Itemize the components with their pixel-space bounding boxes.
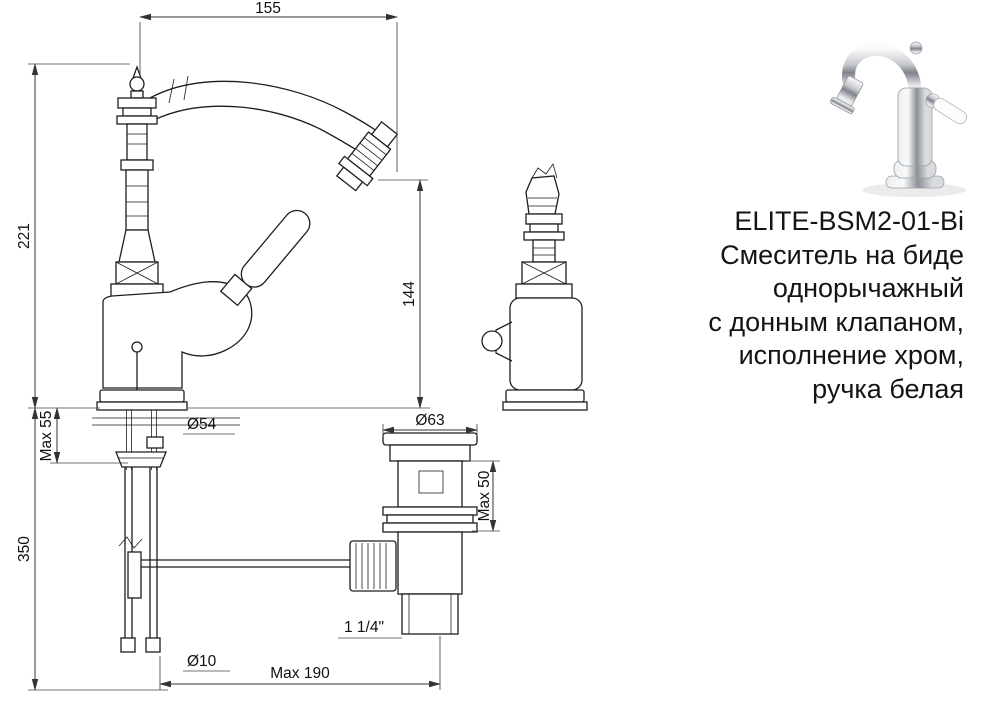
knurled-nut [349,540,397,592]
linkage-rod [127,551,354,599]
front-view [92,65,399,653]
tail-pipe [401,593,459,635]
product-description-line: Смеситель на биде [720,239,964,270]
dim-221: 221 [16,223,33,249]
product-description-line: исполнение хром, [738,340,964,370]
dim-350: 350 [16,536,33,562]
photo-spray-head [829,75,864,115]
product-info: ELITE-BSM2-01-Bi Смеситель на биде однор… [644,205,964,406]
side-base [502,389,588,411]
dim-d54: Ø54 [187,416,217,433]
dimension-annotations: 155 221 144 Max 55 350 Ø54 Ø63 Max 50 Ø1… [16,0,500,691]
pop-up-rod [131,341,143,390]
product-description-line: однорычажный [772,273,964,303]
side-view [481,163,588,411]
joint-block [115,261,159,285]
drain-flange [382,432,478,462]
spray-head [335,120,399,192]
column [116,97,158,263]
hose-right [145,467,161,653]
dim-144: 144 [401,281,418,307]
photo-body [897,87,933,167]
dim-d10: Ø10 [187,653,217,670]
dim-d63: Ø63 [415,412,444,429]
product-description-line: с донным клапаном, [708,306,964,337]
finial [129,65,145,99]
drain-lower-body [397,531,463,595]
handle-lever [240,209,311,288]
spout [149,75,383,153]
product-description-line: ручка белая [812,373,964,404]
photo-handle [925,93,968,125]
side-column [523,213,565,263]
dim-max190: Max 190 [270,665,330,682]
dim-155: 155 [255,0,281,17]
dim-thread: 1 1/4" [344,619,384,636]
drain-plate-stack [382,506,478,533]
drain-assembly [349,432,478,635]
base-flange [92,389,240,426]
product-photo [829,41,968,197]
hose-left [118,467,143,653]
drain-mid-body [397,460,463,508]
dim-max50: Max 50 [476,470,493,521]
dim-max55: Max 55 [38,411,55,462]
mixer-body [102,281,253,389]
photo-finial [909,41,923,55]
mounting-hardware [115,410,167,470]
side-joint-block [521,261,567,285]
product-code: ELITE-BSM2-01-Bi [734,206,964,236]
side-body [481,283,583,391]
side-spray-tip [525,163,560,215]
